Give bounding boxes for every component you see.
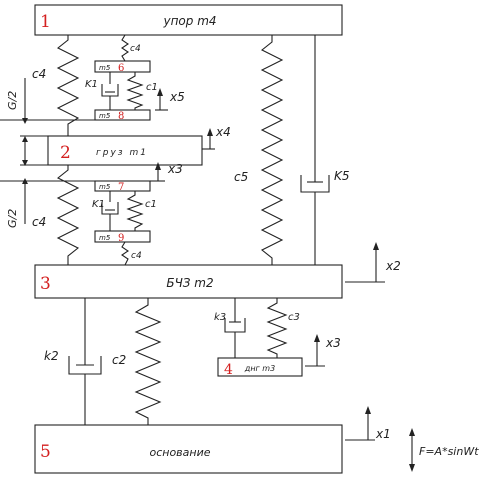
block-9-number: 9 bbox=[118, 233, 124, 244]
coord-x2-label: x2 bbox=[385, 259, 401, 273]
force-arrow-down-head bbox=[409, 464, 415, 472]
block-3-bchz bbox=[34, 264, 343, 299]
spring-c4-small-bottom bbox=[121, 241, 129, 266]
spring-c2 bbox=[134, 298, 162, 425]
arrow-x3-dng-head bbox=[314, 334, 320, 342]
block-7-m5 bbox=[94, 180, 151, 192]
damper-k1-upper-label: K1 bbox=[85, 79, 98, 90]
block-1-number: 1 bbox=[40, 12, 51, 32]
coord-x4-label: x4 bbox=[215, 125, 231, 139]
coord-x1-label: x1 bbox=[375, 427, 391, 441]
spring-c2-label: c2 bbox=[112, 353, 126, 367]
arrow-x4-head bbox=[207, 128, 213, 136]
block-8-m5 bbox=[94, 109, 151, 121]
block-2-dim-head1 bbox=[22, 136, 28, 142]
block-9-label: m5 bbox=[99, 234, 111, 242]
block-6-number: 6 bbox=[118, 63, 124, 74]
block-8-label: m5 bbox=[99, 112, 111, 120]
spring-c1-lower-label: c1 bbox=[145, 199, 157, 210]
coord-x3-mass-label: x3 bbox=[167, 162, 183, 176]
block-3-label: БЧЗ m2 bbox=[166, 276, 213, 290]
block-5-number: 5 bbox=[40, 442, 51, 462]
block-5-label: основание bbox=[149, 446, 210, 459]
spring-c5-label: c5 bbox=[234, 170, 248, 184]
block-2-dim-head2 bbox=[22, 160, 28, 166]
damper-k1-lower-label: K1 bbox=[92, 199, 105, 210]
spring-c3-label: c3 bbox=[288, 312, 300, 323]
block-4-dng bbox=[217, 357, 303, 377]
block-4-number: 4 bbox=[224, 362, 233, 378]
block-8-number: 8 bbox=[118, 111, 124, 122]
gap-lower-label: G/2 bbox=[6, 209, 19, 228]
arrow-x5-head bbox=[157, 88, 163, 96]
coord-x5-label: x5 bbox=[169, 90, 185, 104]
coord-x3-dng-label: x3 bbox=[325, 336, 341, 350]
spring-c4-small-bottom-label: c4 bbox=[131, 251, 142, 261]
block-7-number: 7 bbox=[118, 182, 124, 193]
spring-c1-upper-label: c1 bbox=[146, 82, 158, 93]
arrow-x2-head bbox=[373, 242, 379, 250]
spring-c4-small-top-label: c4 bbox=[130, 44, 141, 54]
force-arrow-up-head bbox=[409, 428, 415, 436]
block-9-m5 bbox=[94, 230, 151, 243]
spring-c3 bbox=[266, 298, 288, 358]
block-1-label: упор m4 bbox=[162, 14, 216, 28]
spring-c4-upper bbox=[56, 35, 80, 136]
gap-upper-label: G/2 bbox=[6, 91, 19, 110]
block-1-upor bbox=[34, 4, 343, 36]
damper-k5-label: K5 bbox=[334, 169, 350, 183]
block-6-label: m5 bbox=[99, 64, 111, 72]
gap-upper-arrowhead bbox=[22, 118, 28, 124]
spring-c1-upper bbox=[126, 72, 144, 110]
damper-k3-label: k3 bbox=[214, 312, 226, 323]
block-4-label: днг m3 bbox=[244, 364, 275, 373]
damper-k2-label: k2 bbox=[44, 349, 59, 363]
block-3-number: 3 bbox=[40, 274, 51, 294]
spring-c4-small-top bbox=[121, 34, 129, 62]
force-label: F=A*sinWt bbox=[419, 445, 479, 458]
spring-c4-lower-label: c4 bbox=[32, 215, 46, 229]
arrow-x1-head bbox=[365, 406, 371, 414]
gap-lower-arrowhead bbox=[22, 178, 28, 184]
block-2-number: 2 bbox=[60, 143, 71, 163]
block-6-m5 bbox=[94, 60, 151, 73]
block-2-label: груз m1 bbox=[96, 148, 148, 158]
damper-k1-upper-cup bbox=[101, 84, 119, 97]
spring-c5 bbox=[260, 35, 284, 265]
block-2-gruz bbox=[47, 135, 203, 166]
spring-c1-lower bbox=[126, 191, 144, 231]
block-7-label: m5 bbox=[99, 183, 111, 191]
block-5-osnovanie bbox=[34, 424, 343, 474]
arrow-x3-mass-head bbox=[155, 162, 161, 170]
spring-c4-lower bbox=[56, 165, 80, 265]
spring-c4-upper-label: c4 bbox=[32, 67, 46, 81]
